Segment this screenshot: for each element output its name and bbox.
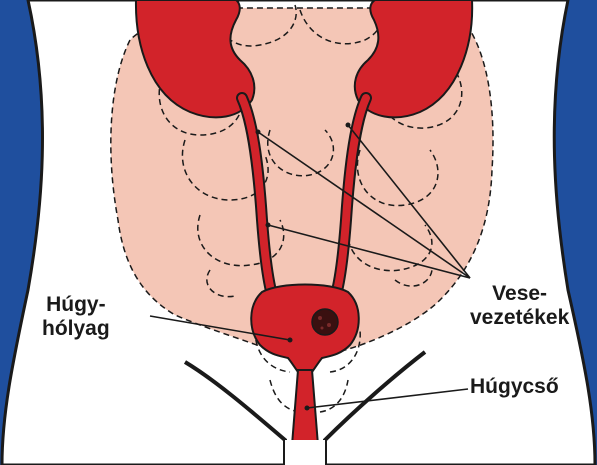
bladder-label: Húgy- hólyag (42, 293, 110, 341)
urethra-label-text: Húgycső (470, 375, 559, 399)
ureters-label-line2: vezetékek (470, 306, 569, 330)
bladder-stone (312, 309, 338, 335)
ureters-label-line1: Vese- (470, 282, 569, 306)
ureters-label: Vese- vezetékek (470, 282, 569, 330)
bladder-label-line1: Húgy- (42, 293, 110, 317)
crotch-gap (285, 440, 325, 465)
urethra-label: Húgycső (470, 375, 559, 399)
bladder-label-line2: hólyag (42, 317, 110, 341)
